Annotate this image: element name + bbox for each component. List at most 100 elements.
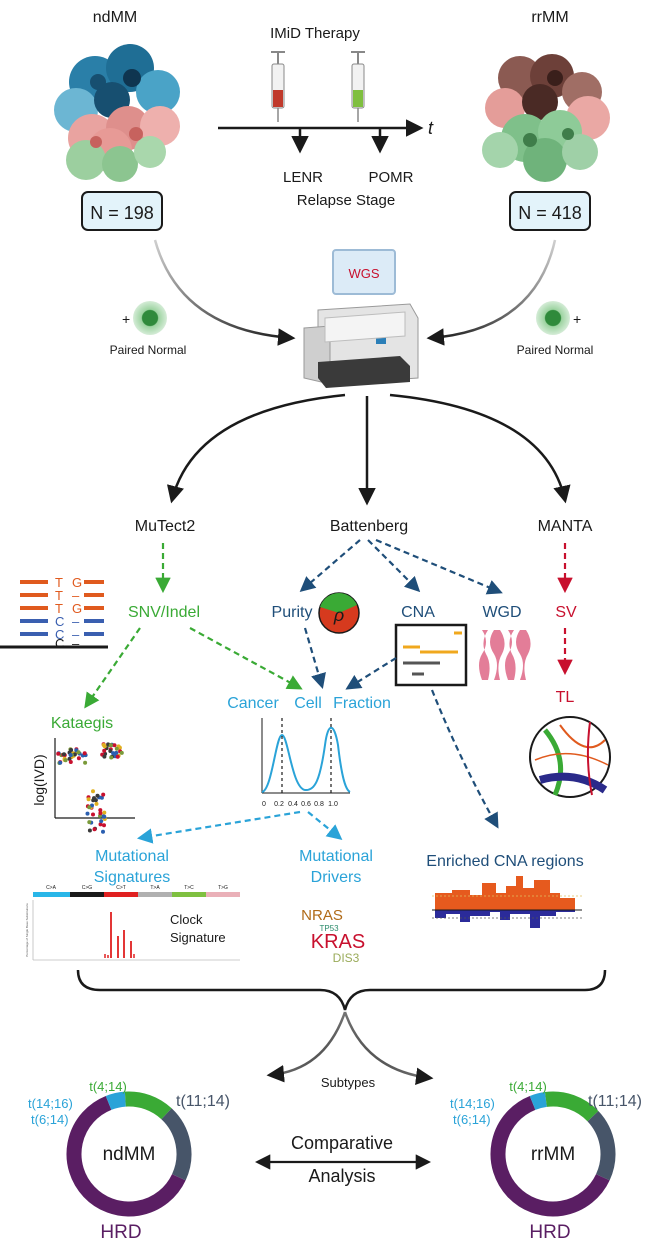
- purity-pie-icon: ρ: [318, 592, 360, 634]
- ndmm-subtype-donut: [66, 1091, 192, 1217]
- ccf-word-fraction: Fraction: [333, 695, 391, 712]
- kataegis-point: [95, 793, 100, 798]
- syringe-icon: [271, 51, 285, 122]
- kataegis-point: [87, 828, 92, 833]
- ndmm-t414: t(4;14): [89, 1079, 127, 1094]
- donut-segment: [161, 1108, 192, 1181]
- kataegis-point: [98, 811, 103, 816]
- mutect-label: MuTect2: [135, 518, 196, 535]
- kataegis-point: [67, 756, 72, 761]
- plus-sign-left: +: [122, 311, 130, 327]
- svg-text:C: C: [55, 627, 64, 642]
- manta-label: MANTA: [538, 518, 593, 535]
- kataegis-point: [98, 808, 103, 813]
- rrmm-subtype-donut: [490, 1091, 616, 1217]
- svg-text:T: T: [55, 575, 63, 590]
- dna-strand-icon: T T T C C C G – G – – –: [0, 575, 108, 651]
- comparative-line1: Comparative: [291, 1133, 393, 1153]
- ndmm-count: N = 198: [90, 203, 154, 223]
- snv-indel-label: SNV/Indel: [128, 604, 200, 621]
- mut-drivers-line1: Mutational: [299, 848, 373, 865]
- kataegis-point: [82, 751, 87, 756]
- battenberg-to-cna-arrow: [367, 539, 421, 593]
- ccf-density-plot: 0 0.2 0.4 0.6 0.8 1.0: [261, 718, 351, 808]
- donut-segment: [544, 1091, 599, 1122]
- svg-text:–: –: [72, 636, 80, 651]
- normal-cell-icon: [133, 301, 167, 335]
- svg-text:ρ: ρ: [333, 605, 344, 625]
- kataegis-point: [94, 801, 99, 806]
- svg-text:C: C: [55, 636, 64, 651]
- kataegis-point: [119, 750, 124, 755]
- kataegis-point: [68, 753, 73, 757]
- kataegis-point: [101, 792, 106, 797]
- kataegis-point: [62, 752, 66, 757]
- kataegis-point: [114, 746, 119, 751]
- kataegis-point: [69, 748, 74, 752]
- ndmm-hrd: HRD: [100, 1222, 141, 1243]
- kataegis-point: [58, 760, 63, 765]
- donut-segment: [66, 1095, 186, 1217]
- svg-text:Percentage of Single Base Subs: Percentage of Single Base Substitutions: [25, 903, 29, 957]
- ndmm-to-seq-arrow: [153, 239, 296, 346]
- kataegis-point: [102, 748, 107, 753]
- enriched-cna-label: Enriched CNA regions: [426, 853, 583, 870]
- syringe-icon: [351, 51, 365, 122]
- subtypes-right-arrow: [343, 1011, 434, 1085]
- driver-tp53: TP53: [319, 924, 339, 933]
- donut-segment: [490, 1095, 610, 1217]
- kataegis-point: [93, 798, 98, 803]
- svg-text:0.8: 0.8: [314, 801, 324, 808]
- ndmm-title: ndMM: [93, 9, 137, 26]
- kataegis-point: [86, 797, 91, 802]
- circos-plot-icon: [529, 716, 611, 798]
- paired-normal-left: Paired Normal: [110, 343, 187, 357]
- ccf-to-drivers-arrow: [307, 811, 343, 840]
- sequencer-icon: [303, 303, 419, 388]
- mut-sig-line2: Signatures: [94, 869, 171, 886]
- kataegis-point: [98, 822, 103, 827]
- rrmm-title: rrMM: [531, 9, 568, 26]
- normal-cell-icon: [536, 301, 570, 335]
- kataegis-point: [72, 752, 77, 757]
- time-symbol: t: [428, 118, 434, 138]
- kataegis-point: [92, 827, 97, 832]
- svg-text:Clock: Clock: [170, 912, 203, 927]
- kataegis-point: [115, 754, 120, 759]
- seq-to-mutect-arrow: [167, 393, 346, 504]
- svg-text:G: G: [72, 575, 82, 590]
- svg-text:C>T: C>T: [116, 885, 126, 891]
- subtypes-label: Subtypes: [321, 1075, 376, 1090]
- snv-to-ccf-arrow: [189, 627, 303, 690]
- svg-text:Signature: Signature: [170, 930, 226, 945]
- svg-text:–: –: [72, 588, 80, 603]
- driver-nras: NRAS: [301, 907, 343, 924]
- svg-text:T>A: T>A: [150, 885, 160, 891]
- kataegis-point: [102, 814, 107, 819]
- kataegis-point: [85, 811, 90, 816]
- seq-to-manta-arrow: [389, 393, 571, 504]
- kataegis-point: [109, 755, 114, 760]
- chromosome-icon: [479, 630, 531, 680]
- rrmm-count-box: [509, 191, 591, 231]
- kataegis-point: [83, 760, 88, 765]
- snv-to-kataegis-arrow: [84, 627, 141, 709]
- paired-normal-right: Paired Normal: [517, 343, 594, 357]
- kataegis-point: [111, 751, 116, 756]
- cna-plot-icon: [394, 623, 468, 687]
- kataegis-point: [102, 810, 107, 815]
- cna-to-ccf-arrow: [345, 657, 397, 690]
- svg-text:T>G: T>G: [218, 885, 228, 891]
- ndmm-t1416: t(14;16): [28, 1096, 73, 1111]
- kataegis-point: [91, 789, 95, 794]
- therapy-label: IMiD Therapy: [270, 25, 360, 42]
- donut-segment: [124, 1091, 172, 1120]
- rrmm-donut-center: rrMM: [531, 1144, 575, 1165]
- kataegis-point: [114, 750, 119, 755]
- svg-text:0.4: 0.4: [288, 801, 298, 808]
- kataegis-point: [102, 823, 106, 828]
- kataegis-point: [108, 749, 113, 753]
- battenberg-label: Battenberg: [330, 518, 408, 535]
- ccf-to-signatures-arrow: [136, 810, 301, 844]
- svg-text:–: –: [72, 614, 80, 629]
